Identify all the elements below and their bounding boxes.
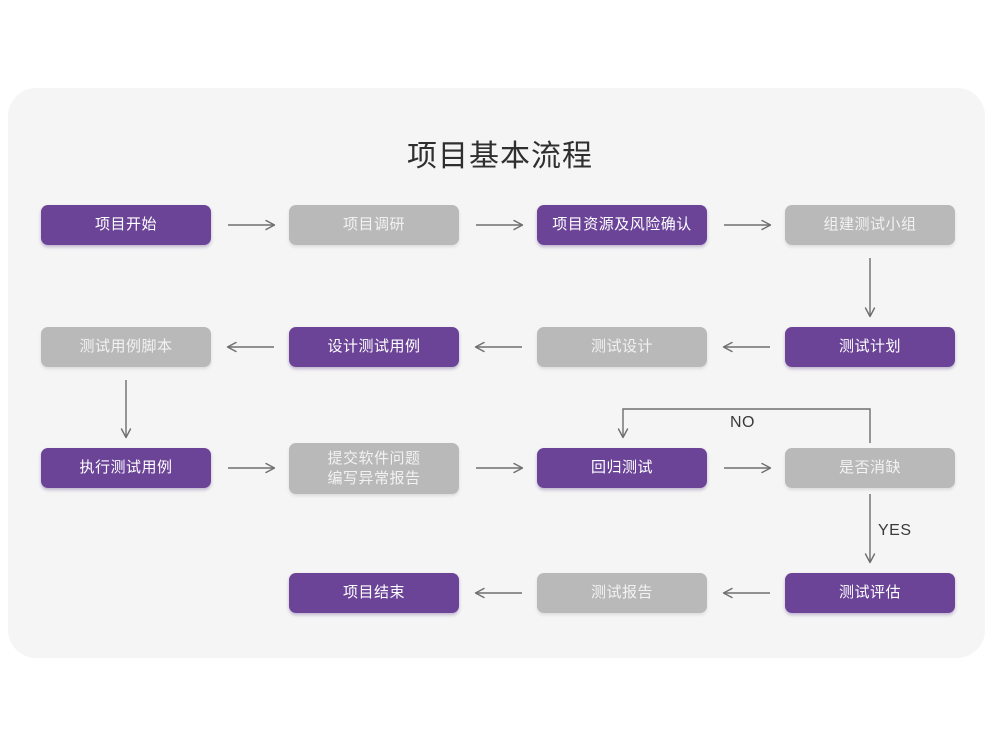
edge-label-no: NO bbox=[730, 414, 755, 431]
node-project-research[interactable]: 项目调研 bbox=[289, 205, 459, 245]
edge-label-yes: YES bbox=[878, 522, 912, 539]
node-test-report[interactable]: 测试报告 bbox=[537, 573, 707, 613]
node-project-end[interactable]: 项目结束 bbox=[289, 573, 459, 613]
node-defect-resolved-decision[interactable]: 是否消缺 bbox=[785, 448, 955, 488]
node-build-test-team[interactable]: 组建测试小组 bbox=[785, 205, 955, 245]
flowchart-card bbox=[8, 88, 985, 658]
node-test-design[interactable]: 测试设计 bbox=[537, 327, 707, 367]
node-submit-defect-report[interactable]: 提交软件问题 编写异常报告 bbox=[289, 443, 459, 494]
node-test-evaluation[interactable]: 测试评估 bbox=[785, 573, 955, 613]
node-resource-risk-confirm[interactable]: 项目资源及风险确认 bbox=[537, 205, 707, 245]
node-project-start[interactable]: 项目开始 bbox=[41, 205, 211, 245]
node-test-plan[interactable]: 测试计划 bbox=[785, 327, 955, 367]
node-execute-test-case[interactable]: 执行测试用例 bbox=[41, 448, 211, 488]
node-regression-test[interactable]: 回归测试 bbox=[537, 448, 707, 488]
node-test-case-script[interactable]: 测试用例脚本 bbox=[41, 327, 211, 367]
page-title: 项目基本流程 bbox=[407, 140, 593, 173]
node-design-test-case[interactable]: 设计测试用例 bbox=[289, 327, 459, 367]
